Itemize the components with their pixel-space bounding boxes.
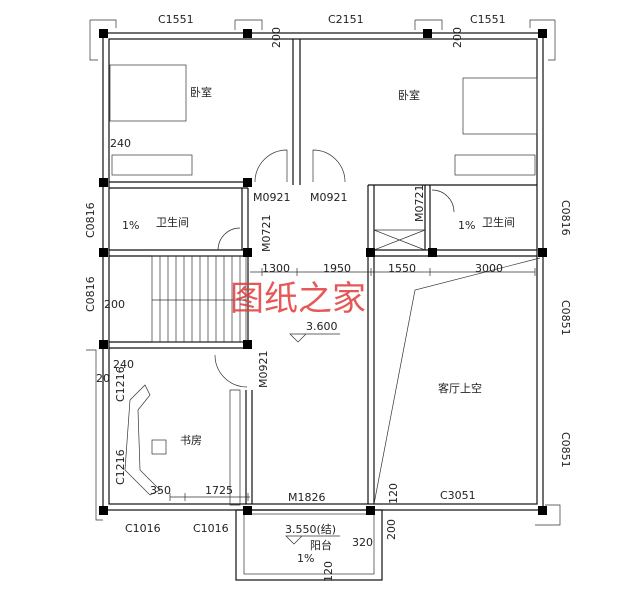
balcony-outline <box>235 509 383 581</box>
room-label: 客厅上空 <box>438 381 482 395</box>
bed <box>462 77 538 135</box>
dimension: 1950 <box>323 262 351 275</box>
elevation-mark: 3.600 <box>306 320 338 333</box>
room-label: 书房 <box>180 434 202 447</box>
window-label: C1216 <box>114 366 127 402</box>
window-label: C0816 <box>84 276 97 312</box>
window-label: C0851 <box>559 432 572 468</box>
dimension: 350 <box>150 484 171 497</box>
dimension: 240 <box>110 137 131 150</box>
room-label: 卫生间 <box>156 215 189 229</box>
wardrobe <box>111 154 193 176</box>
door-label: M0921 <box>257 351 270 389</box>
dimension: 1725 <box>205 484 233 497</box>
room-label: 卧室 <box>190 85 212 99</box>
slope-label: 1% <box>458 219 475 232</box>
walls <box>86 19 561 581</box>
slope-label: 1% <box>297 552 314 565</box>
chair <box>151 439 167 455</box>
window-label: C0816 <box>559 200 572 236</box>
dimension: 200 <box>104 298 125 311</box>
room-label: 阳台 <box>310 538 332 552</box>
window-label: C1016 <box>193 522 229 535</box>
dimension: 3000 <box>475 262 503 275</box>
dimension: 200 <box>385 519 398 540</box>
dimension: 120 <box>387 483 400 504</box>
dimension: 320 <box>352 536 373 549</box>
dimension: 240 <box>113 358 134 371</box>
door-label: M0921 <box>253 191 291 204</box>
wardrobe <box>454 154 536 176</box>
staircase <box>151 255 247 343</box>
dimension: 200 <box>270 27 283 48</box>
window-label: C0816 <box>84 202 97 238</box>
door-label: M0921 <box>310 191 348 204</box>
window-label: C3051 <box>440 489 476 502</box>
columns <box>99 29 547 515</box>
window-label: C1551 <box>158 13 194 26</box>
desk <box>124 384 161 496</box>
window-label: C1216 <box>114 449 127 485</box>
door-label: M0721 <box>413 185 426 223</box>
window-label: C0851 <box>559 300 572 336</box>
dimension: 1300 <box>262 262 290 275</box>
dimension: 200 <box>451 27 464 48</box>
dimension: 1550 <box>388 262 416 275</box>
window-label: C1551 <box>470 13 506 26</box>
dimension: 120 <box>322 561 335 582</box>
bed <box>109 64 187 122</box>
door-label: M1826 <box>288 491 326 504</box>
room-label: 卫生间 <box>482 215 515 229</box>
watermark: 图纸之家 <box>230 279 366 319</box>
window-label: C1016 <box>125 522 161 535</box>
dimension: 20 <box>96 372 110 385</box>
door-label: M0721 <box>260 215 273 253</box>
elevation-mark: 3.550(结) <box>285 523 336 536</box>
window-label: C2151 <box>328 13 364 26</box>
slope-label: 1% <box>122 219 139 232</box>
room-label: 卧室 <box>398 88 420 102</box>
